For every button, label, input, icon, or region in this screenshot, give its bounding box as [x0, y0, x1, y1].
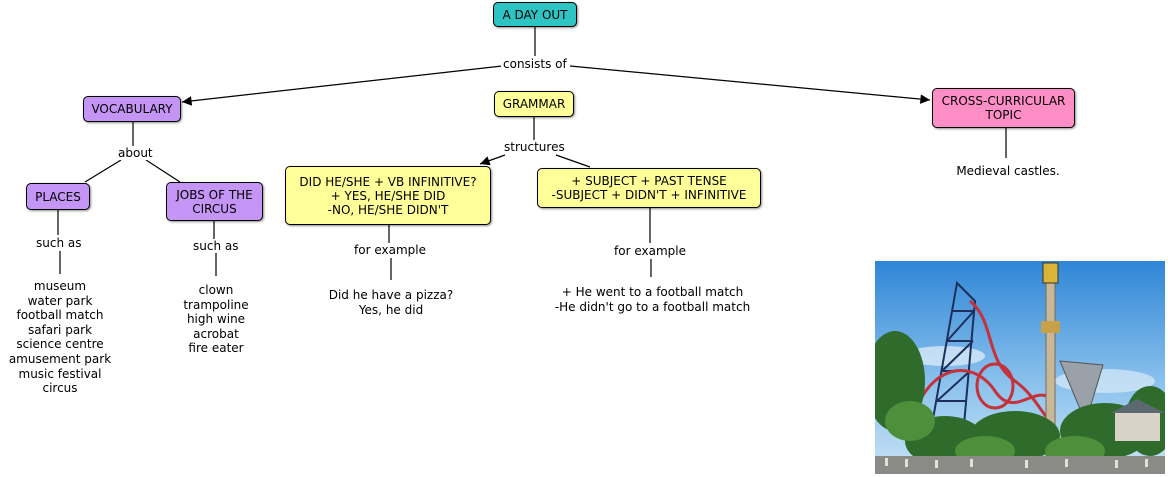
link-label-about: about	[116, 146, 155, 160]
did-example-text: Did he have a pizza? Yes, he did	[328, 288, 454, 317]
link-label-structures: structures	[502, 140, 567, 154]
vocabulary-node[interactable]: VOCABULARY	[83, 96, 181, 122]
jobs-list: clown trampoline high wine acrobat fire …	[183, 283, 249, 356]
cross-curricular-topic-node[interactable]: CROSS-CURRICULAR TOPIC	[932, 88, 1075, 128]
amusement-park-photo	[875, 261, 1165, 474]
link-label-subject-for-example: for example	[612, 244, 688, 258]
root-node-a-day-out[interactable]: A DAY OUT	[493, 2, 577, 27]
link-label-places-such-as: such as	[34, 236, 84, 250]
subject-past-tense-structure-node[interactable]: + SUBJECT + PAST TENSE -SUBJECT + DIDN'T…	[537, 168, 761, 208]
places-node[interactable]: PLACES	[26, 183, 90, 210]
link-label-jobs-such-as: such as	[191, 239, 241, 253]
jobs-of-the-circus-node[interactable]: JOBS OF THE CIRCUS	[166, 182, 263, 221]
link-label-consists-of: consists of	[501, 57, 569, 71]
link-label-did-for-example: for example	[352, 243, 428, 257]
subject-example-text: + He went to a football match -He didn't…	[554, 285, 751, 314]
cross-topic-text: Medieval castles.	[956, 164, 1060, 178]
places-list: museum water park football match safari …	[8, 279, 112, 396]
grammar-node[interactable]: GRAMMAR	[494, 91, 574, 117]
did-question-structure-node[interactable]: DID HE/SHE + VB INFINITIVE? + YES, HE/SH…	[285, 166, 491, 225]
